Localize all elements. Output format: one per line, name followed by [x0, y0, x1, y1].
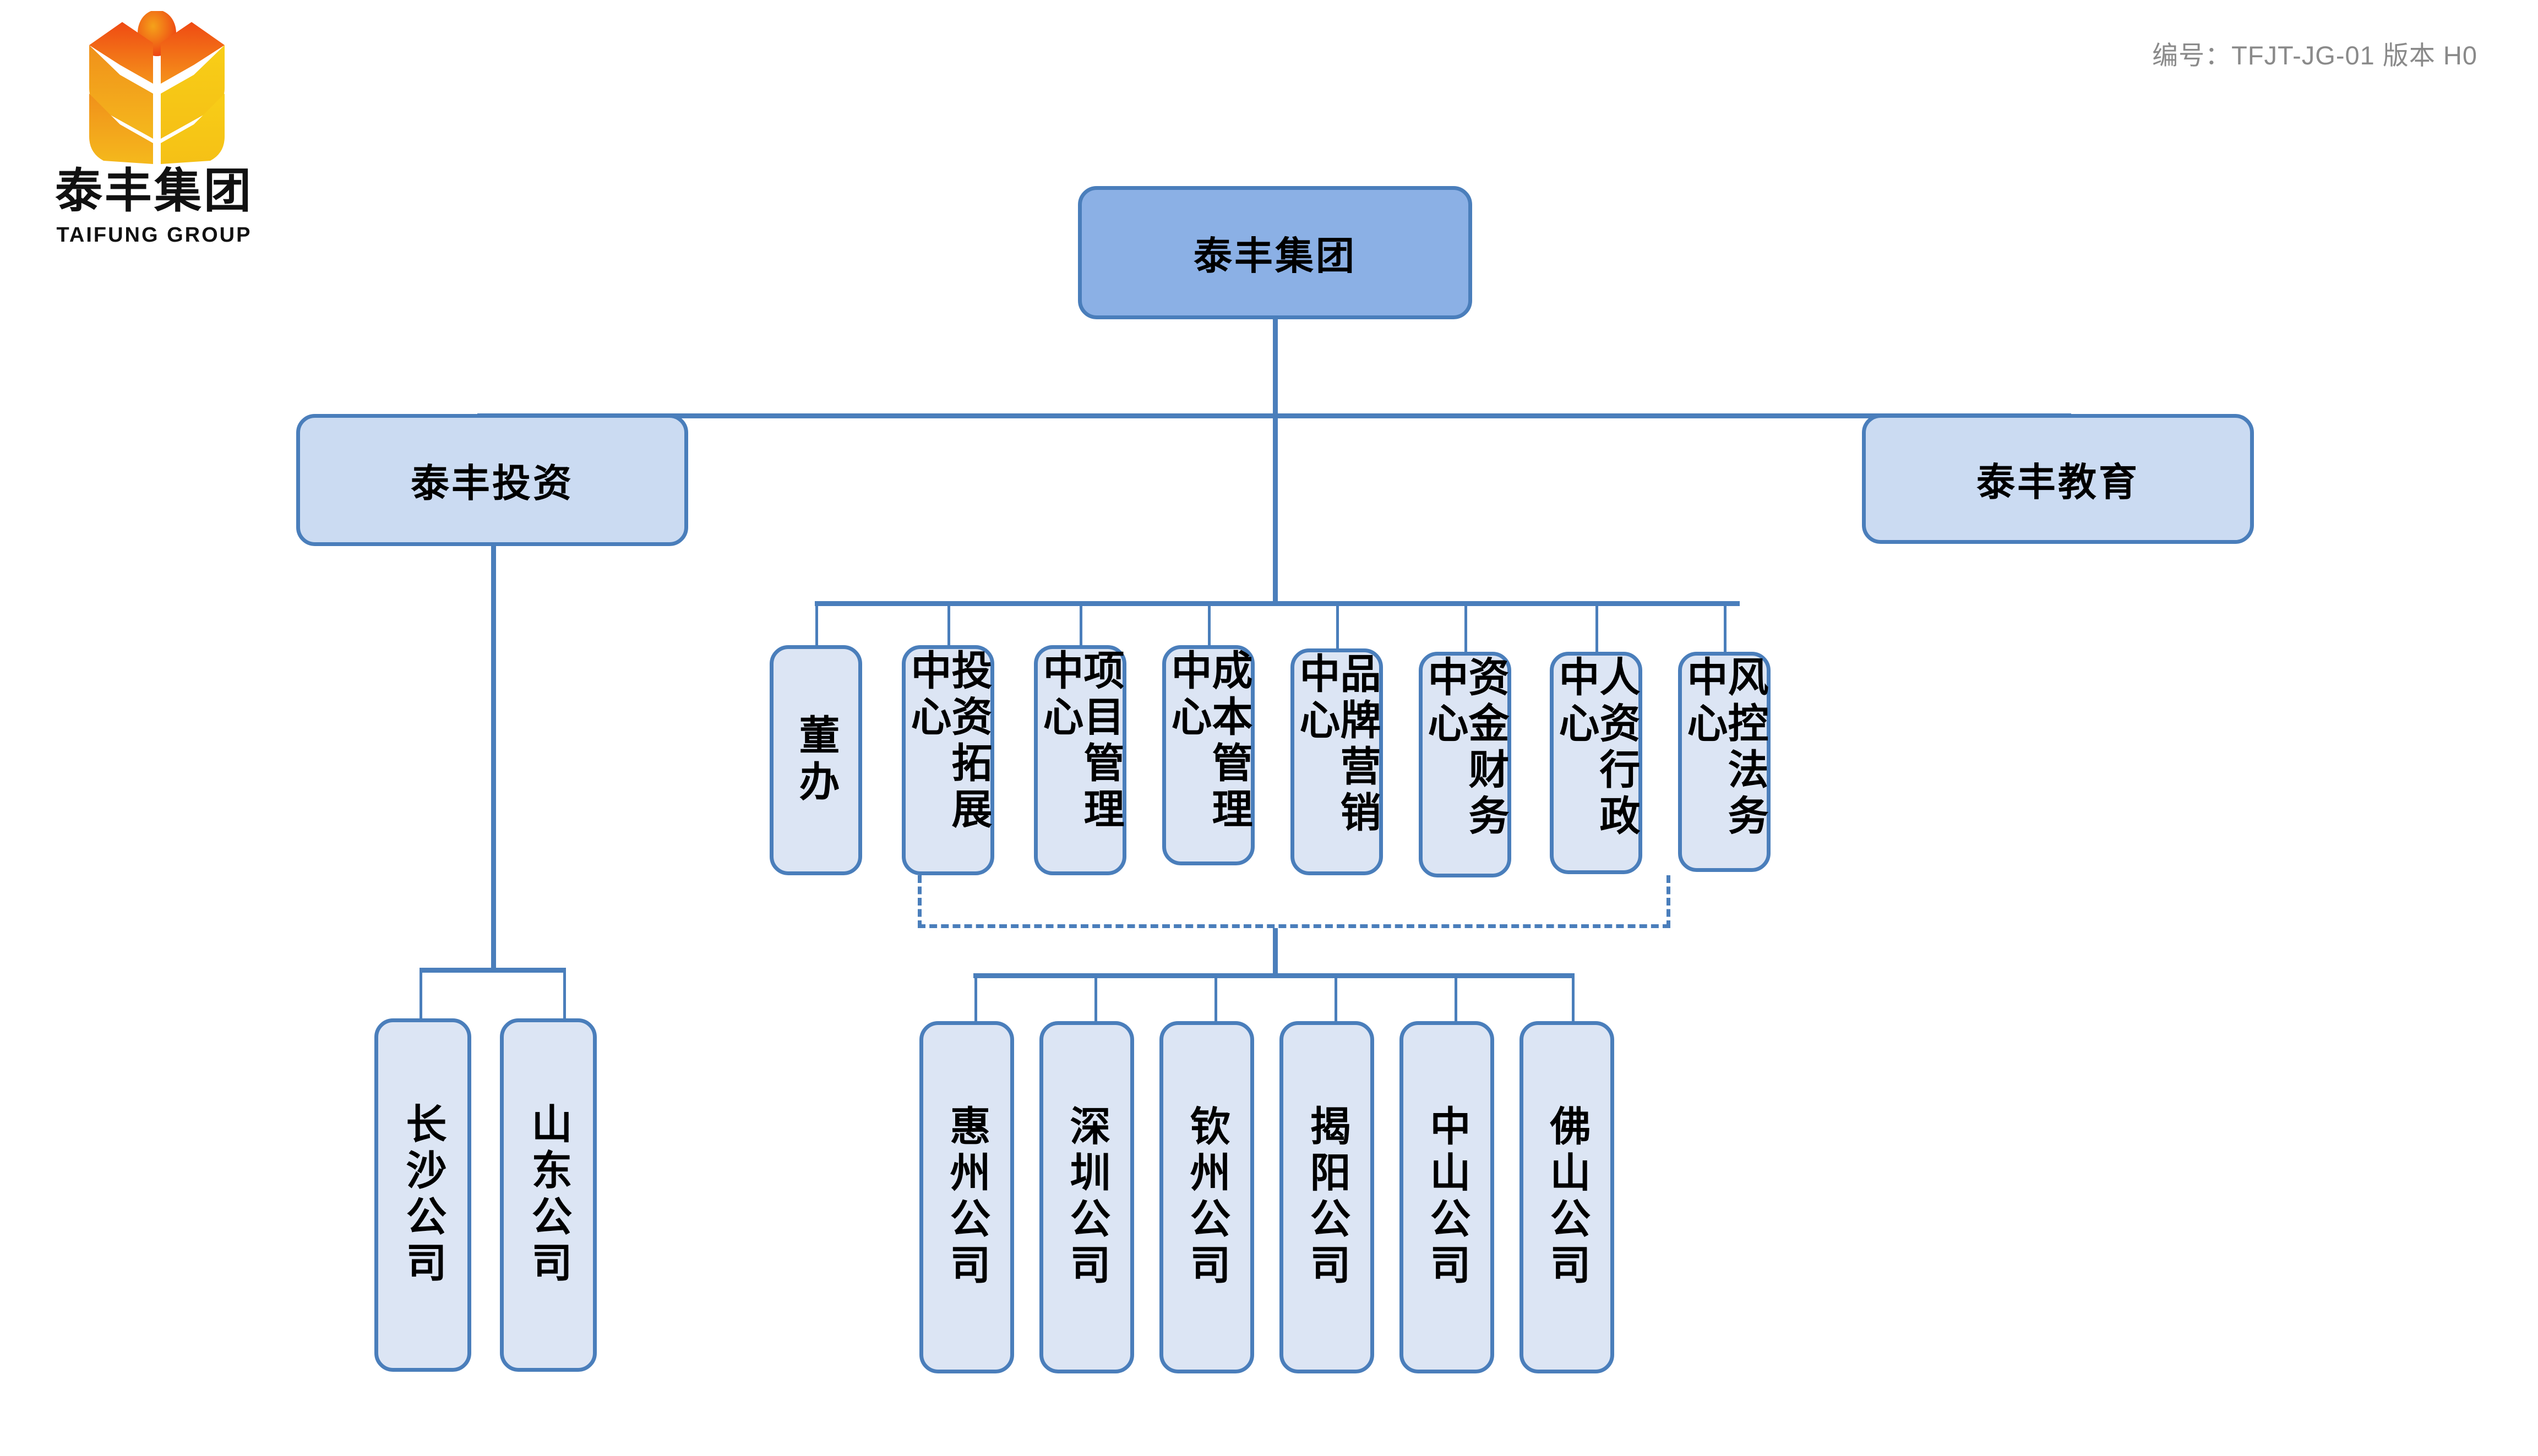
dashed-group-bracket — [918, 875, 1670, 928]
edge-stem-dept-1 — [815, 601, 818, 647]
edge-stem-company-2 — [1094, 973, 1097, 1026]
node-taifung-investment[interactable]: 泰丰投资 — [296, 414, 688, 546]
node-company-qinzhou[interactable]: 钦州公司 — [1159, 1021, 1254, 1373]
edge-stem-dept-6 — [1464, 601, 1467, 654]
document-code: 编号：TFJT-JG-01 版本 H0 — [2152, 41, 2477, 70]
logo-name-en: TAIFUNG GROUP — [56, 223, 252, 247]
logo-name-cn: 泰丰集团 — [55, 165, 253, 217]
edge-stem-dept-5 — [1336, 601, 1339, 651]
edge-dashed-to-company-bus — [1273, 928, 1278, 975]
node-root-taifung-group[interactable]: 泰丰集团 — [1078, 186, 1472, 319]
node-company-foshan[interactable]: 佛山公司 — [1519, 1021, 1614, 1373]
edge-stem-dept-2 — [947, 601, 950, 647]
edge-stem-inv-company-2 — [563, 968, 566, 1023]
node-dept-investment-expansion-center[interactable]: 投资拓展中心 — [902, 645, 994, 875]
wheat-sprout-logo-icon — [89, 11, 225, 164]
edge-stem-company-3 — [1214, 973, 1217, 1026]
node-dept-fund-finance-center[interactable]: 资金财务中心 — [1419, 652, 1511, 877]
node-company-zhongshan[interactable]: 中山公司 — [1399, 1021, 1494, 1373]
edge-stem-company-5 — [1455, 973, 1457, 1026]
node-company-shenzhen[interactable]: 深圳公司 — [1039, 1021, 1134, 1373]
node-dept-cost-management-center[interactable]: 成本管理中心 — [1162, 645, 1255, 865]
edge-stem-company-6 — [1572, 973, 1575, 1026]
edge-stem-dept-7 — [1595, 601, 1598, 654]
node-dept-risk-legal-center[interactable]: 风控法务中心 — [1678, 652, 1771, 872]
node-company-jieyang[interactable]: 揭阳公司 — [1279, 1021, 1374, 1373]
edge-root-stem — [1273, 319, 1278, 416]
node-dept-project-management-center[interactable]: 项目管理中心 — [1034, 645, 1126, 875]
node-dept-brand-marketing-center[interactable]: 品牌营销中心 — [1290, 648, 1383, 875]
edge-stem-dept-4 — [1208, 601, 1211, 647]
edge-department-bus — [815, 601, 1740, 606]
node-company-shandong[interactable]: 山东公司 — [500, 1018, 597, 1372]
node-dept-hr-administration-center[interactable]: 人资行政中心 — [1550, 652, 1642, 874]
edge-stem-company-4 — [1335, 973, 1337, 1026]
node-dept-dongban[interactable]: 董办 — [770, 645, 862, 875]
node-taifung-education[interactable]: 泰丰教育 — [1862, 414, 2254, 544]
node-company-huizhou[interactable]: 惠州公司 — [919, 1021, 1014, 1373]
edge-project-company-bus — [973, 973, 1574, 978]
edge-to-department-bus — [1273, 413, 1278, 603]
edge-stem-dept-8 — [1724, 601, 1727, 654]
edge-stem-company-1 — [974, 973, 977, 1026]
node-company-changsha[interactable]: 长沙公司 — [374, 1018, 471, 1372]
edge-investment-stem — [491, 546, 496, 970]
edge-stem-dept-3 — [1080, 601, 1082, 647]
edge-investment-bus — [420, 968, 566, 973]
edge-stem-inv-company-1 — [420, 968, 422, 1023]
company-logo: 泰丰集团 TAIFUNG GROUP — [39, 11, 270, 253]
